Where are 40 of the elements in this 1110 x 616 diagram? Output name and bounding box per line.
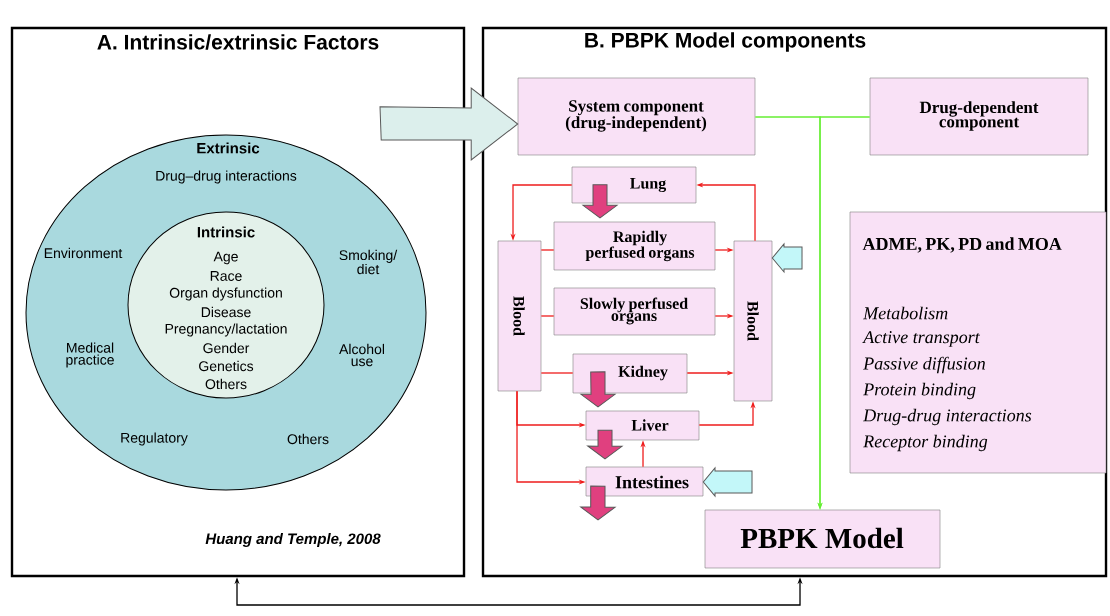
connector-line [540,372,574,374]
circle-heading: Extrinsic [197,142,260,154]
factor-label: Environment [44,247,123,259]
component-box: Slowly perfused organs [553,287,716,336]
factor-label: Drug–drug interactions [156,170,297,184]
circle-heading: Intrinsic [197,226,255,238]
info-box: ADME, PK, PD and MOA Metabolism Active transport Passive diffusion Protein binding Drug-drug interactions Receptor binding [849,211,1107,474]
connector-line [540,315,555,317]
component-box: Drug-dependent component [869,77,1089,156]
factor-label: Others [287,433,329,445]
component-box: Rapidly perfused organs [553,221,716,271]
component-box: Intestines [585,466,704,497]
model-box: PBPK Model [704,509,941,569]
factor-label: Pregnancy/lactation [165,323,287,337]
factor-label: Alcohol use [339,343,385,367]
block-arrow [587,429,623,460]
block-arrow [379,87,519,161]
factor-label: Organ dysfunction [169,287,282,301]
factor-label: Gender [203,342,250,354]
factor-label: Others [205,378,247,390]
factor-label: Race [210,271,242,281]
citation-text: Huang and Temple, 2008 [205,533,381,547]
component-box: Lung [571,166,697,204]
blood-box: Blood [733,240,773,402]
factor-label: Regulatory [121,432,188,446]
component-box: Liver [585,410,700,441]
component-box: System component (drug-independent) [517,77,756,156]
block-arrow [580,371,616,408]
factor-label: Disease [201,306,251,318]
connector-line [540,249,555,251]
block-arrow [580,485,616,521]
block-arrow [771,243,803,273]
factor-label: Smoking/ diet [339,249,398,275]
factor-label: Age [213,251,238,265]
component-box: Kidney [572,353,688,394]
factor-label: Genetics [199,360,254,372]
blood-box: Blood [497,240,542,392]
block-arrow [702,467,753,497]
factor-label: Medical practice [66,342,114,368]
block-arrow [582,184,618,219]
